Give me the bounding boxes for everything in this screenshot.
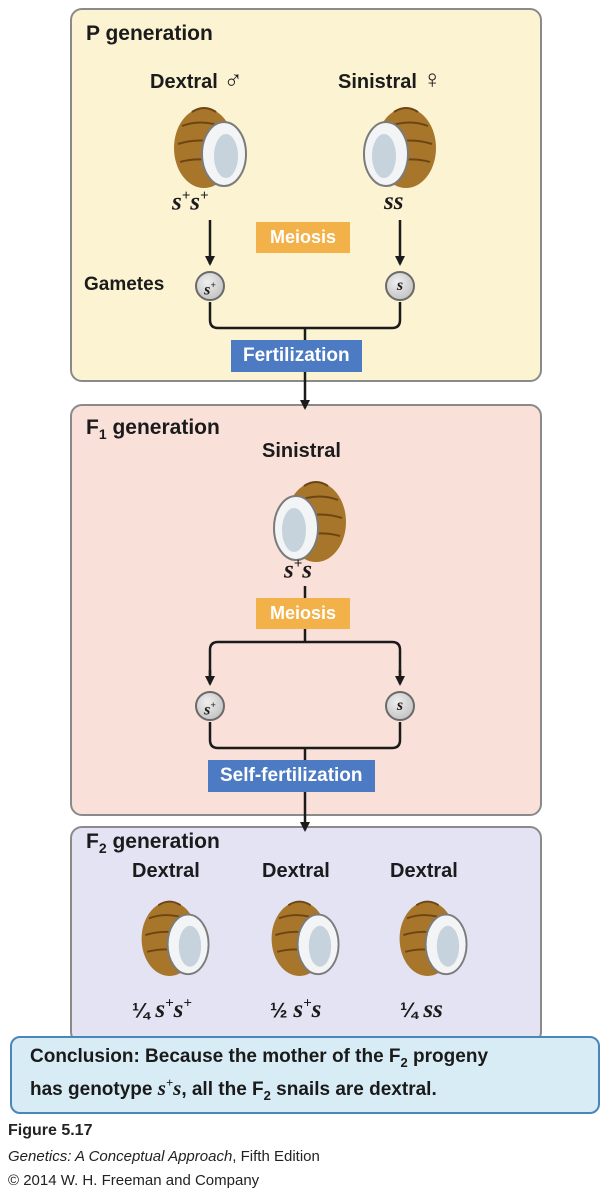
copyright-line: © 2014 W. H. Freeman and Company: [8, 1172, 260, 1189]
genotype-dextral-parent: s+s+: [172, 188, 209, 216]
book-title-line: Genetics: A Conceptual Approach, Fifth E…: [8, 1148, 320, 1165]
f1-split-arrows: [208, 640, 402, 678]
meiosis-tag-f1: Meiosis: [256, 598, 351, 629]
sinistral-label: Sinistral: [338, 71, 417, 93]
female-symbol-icon: ♀: [422, 64, 442, 94]
dextral-male-label: Dextral ♂: [150, 64, 243, 95]
figure-label: Figure 5.17: [8, 1122, 93, 1139]
f1-sinistral-snail-icon: [273, 481, 346, 562]
dextral-snail-icon: [174, 107, 247, 188]
f2-phenotype-1: Dextral: [132, 860, 200, 882]
f2-dextral-snail-3-icon: [399, 900, 468, 976]
sinistral-female-label: Sinistral ♀: [338, 64, 442, 95]
f1-phenotype-label: Sinistral: [262, 440, 341, 462]
gamete-s-plus-p: s+: [195, 271, 225, 301]
meiosis-tag-p: Meiosis: [256, 222, 351, 253]
f2-fraction-2: ½ s+s: [270, 996, 322, 1024]
f2-phenotype-2: Dextral: [262, 860, 330, 882]
gamete-s-f1: s: [385, 691, 415, 721]
p-generation-title: P generation: [86, 22, 213, 45]
f2-fraction-1: ¼ s+s+: [132, 996, 192, 1024]
p-generation-panel: [70, 8, 542, 382]
f2-phenotype-3: Dextral: [390, 860, 458, 882]
conclusion-line-1: Conclusion: Because the mother of the F2…: [30, 1046, 489, 1070]
genotype-f1: s+s: [284, 556, 313, 584]
f2-dextral-snail-2-icon: [271, 900, 340, 976]
bracket-p-gametes: [208, 302, 402, 330]
f2-generation-title: F2 generation: [86, 830, 220, 857]
bracket-f1-gametes: [208, 722, 402, 750]
self-fertilization-tag: Self-fertilization: [208, 760, 375, 792]
fertilization-tag: Fertilization: [231, 340, 362, 372]
conclusion-box: Conclusion: Because the mother of the F2…: [10, 1036, 600, 1114]
gamete-s-p: s: [385, 271, 415, 301]
f1-generation-title: F1 generation: [86, 416, 220, 443]
dextral-label: Dextral: [150, 71, 218, 93]
gametes-label: Gametes: [84, 274, 165, 295]
sinistral-snail-icon: [363, 107, 436, 188]
f2-dextral-snail-1-icon: [141, 900, 210, 976]
conclusion-line-2: has genotype s+s, all the F2 snails are …: [30, 1076, 437, 1103]
gamete-s-plus-f1: s+: [195, 691, 225, 721]
male-symbol-icon: ♂: [223, 64, 243, 94]
genotype-sinistral-parent: ss: [384, 188, 404, 215]
f2-fraction-3: ¼ ss: [400, 996, 443, 1023]
